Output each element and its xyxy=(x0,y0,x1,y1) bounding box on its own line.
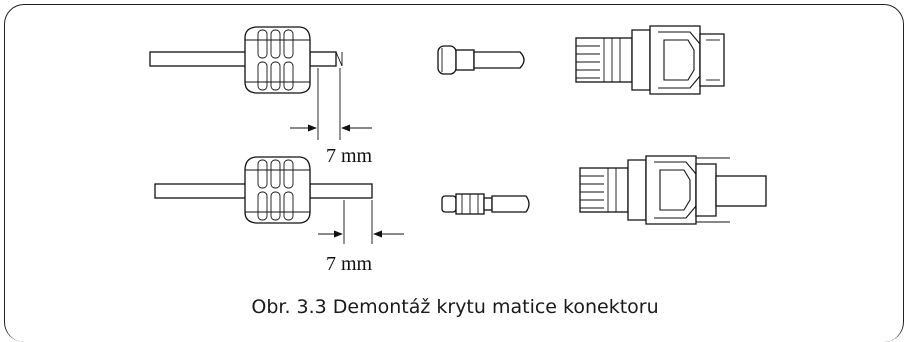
row2-connector-housing xyxy=(579,155,767,225)
row2-dimension-label: 7 mm xyxy=(326,253,373,275)
figure-caption: Obr. 3.3 Demontáž krytu matice konektoru xyxy=(251,296,659,318)
row1-dimension: 7 mm xyxy=(290,68,373,167)
row2-contact-socket xyxy=(441,193,530,215)
row2-cable-with-nut xyxy=(154,156,373,224)
row1-cable-with-nut xyxy=(149,26,343,94)
row1-contact-pin xyxy=(437,45,525,75)
row1-dimension-label: 7 mm xyxy=(326,145,373,167)
row1-connector-housing xyxy=(575,25,725,95)
row2-dimension: 7 mm xyxy=(318,200,404,275)
figure-frame xyxy=(4,4,904,342)
